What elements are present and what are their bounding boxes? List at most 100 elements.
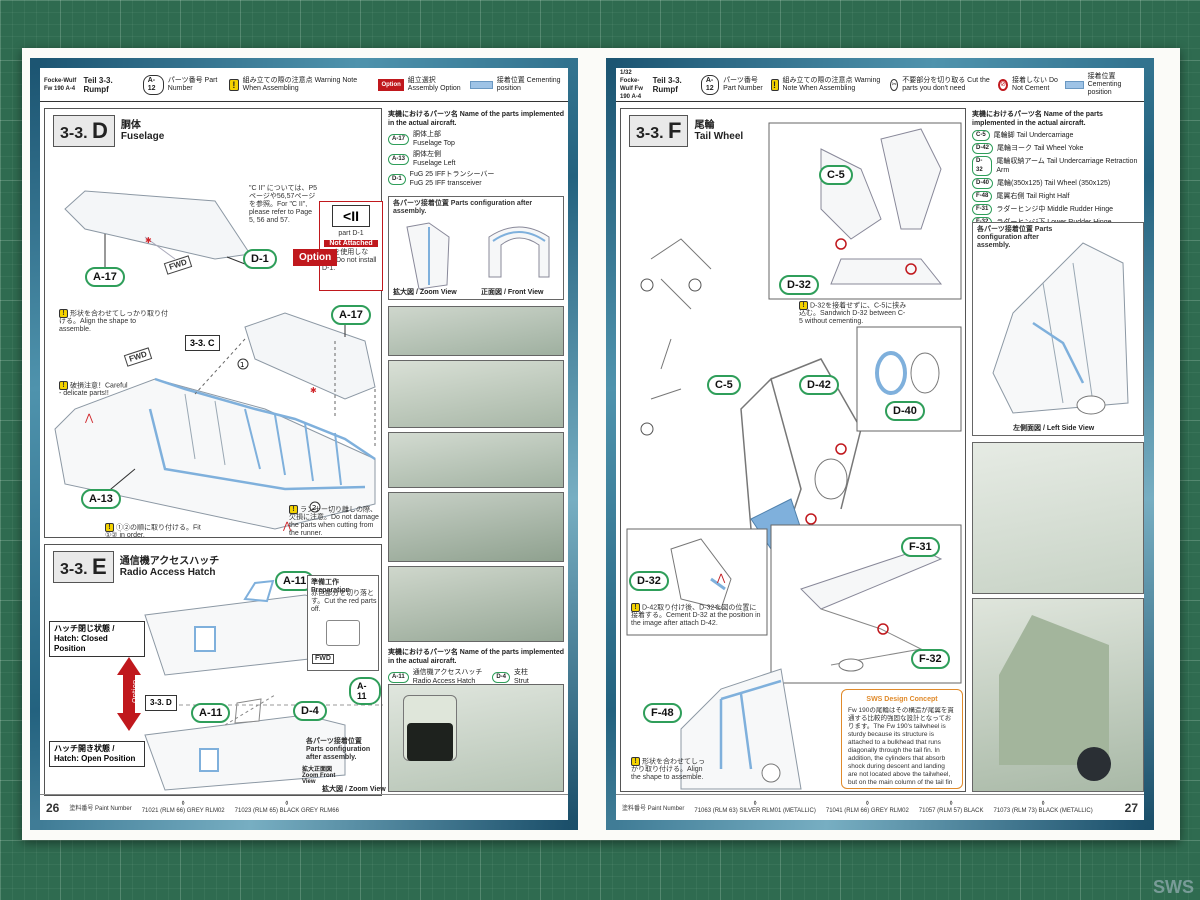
part-tag-d4: D-4 xyxy=(293,701,327,721)
cement-swatch xyxy=(469,80,493,89)
photo-fuselage-4 xyxy=(388,492,564,562)
warning-icon: ! xyxy=(631,757,640,766)
hatch-open-label: ハッチ開き状態 / Hatch: Open Position xyxy=(49,741,145,767)
warning-icon: ! xyxy=(799,301,808,310)
concept-text: Fw 190の尾輪はその構造が尾翼を貫通する比較的強固な設計となっております。T… xyxy=(848,707,954,786)
warning-icon: ! xyxy=(59,381,68,390)
part-tag-a17-rear: A-17 xyxy=(331,305,371,325)
svg-text:✱: ✱ xyxy=(310,386,317,395)
tail-wheel-photo xyxy=(1077,747,1111,781)
ref-section-d: 3-3. D xyxy=(145,695,177,711)
d1-note: D-1を使用しない。Do not install D-1. xyxy=(322,249,377,272)
legend-part-number: A-12 パーツ番号 Part Number xyxy=(700,74,765,95)
page-number: 26 xyxy=(46,800,60,815)
paint-swatch: ⚱71021 (RLM 66) GREY RLM02 xyxy=(141,800,225,814)
option-not-attached: <II part D-1 Not Attached D-1を使用しない。Do n… xyxy=(319,201,383,291)
legend-cut: ✂ 不要部分を切り取る Cut the parts you don't need xyxy=(890,77,992,93)
ref-section-c: 3-3. C xyxy=(185,335,220,351)
paint-swatch: ⚱71063 (RLM 63) SILVER RLM01 (METALLIC) xyxy=(694,800,816,814)
paint-bottle-icon: ⚱ xyxy=(1040,800,1046,807)
svg-text:Option: Option xyxy=(131,680,139,703)
tail-wheel-diagram: ⋀ xyxy=(626,122,962,790)
legend-label: 接着しない Do Not Cement xyxy=(1012,76,1058,92)
legend-warning: ! 組み立ての際の注意点 Warning Note When Assemblin… xyxy=(770,77,885,93)
svg-text:⋀: ⋀ xyxy=(282,521,292,532)
section-number: 3-3. D xyxy=(53,115,115,147)
hatch-diagram: Option xyxy=(117,579,383,791)
not-attached-badge: Not Attached xyxy=(324,240,378,247)
svg-text:2: 2 xyxy=(312,504,316,512)
photo-fuselage-1 xyxy=(388,306,564,356)
page-footer: 26 塗料番号 Paint Number ⚱71021 (RLM 66) GRE… xyxy=(40,794,568,820)
photo-radio-hatch xyxy=(388,684,564,792)
zoom-view-label: 拡大図 / Zoom View xyxy=(393,289,457,296)
part-tag-d32-detail: D-32 xyxy=(629,571,669,591)
page-number: 27 xyxy=(1124,800,1138,815)
svg-text:✱: ✱ xyxy=(145,236,152,245)
note-c2-reference: "C II" については、P5ページや56,57ページを参照。For "C II… xyxy=(249,185,318,224)
parts-heading: 実機におけるパーツ名 Name of the parts implemented… xyxy=(972,111,1103,127)
kit-logo: Focke-Wulf Fw 190 A-4 xyxy=(44,77,77,92)
note-align-shape: !形状を合わせてしっかり取り付ける。Align the shape to ass… xyxy=(59,309,168,334)
part-tag-a11-prep: A-11 xyxy=(349,677,381,705)
prep-title: 準備工作 Preparation xyxy=(311,579,350,594)
svg-text:⋀: ⋀ xyxy=(716,573,726,584)
config-heading: 各パーツ接着位置 Parts configuration after assem… xyxy=(977,226,1053,249)
legend-cement: 接着位置 Cementing position xyxy=(469,77,564,93)
sws-watermark-logo: SWS xyxy=(1152,877,1194,897)
section-e-config-heading: 各パーツ接着位置 Parts configuration after assem… xyxy=(306,738,371,761)
part-tag-d1: D-1 xyxy=(243,249,277,269)
page-right: 1/32 Focke-Wulf Fw 190 A-4 Teil 3-3. Rum… xyxy=(606,58,1154,830)
part-tag-f48: F-48 xyxy=(643,703,682,723)
note-align-shape: !形状を合わせてしっかり取り付ける。Align the shape to ass… xyxy=(631,757,705,782)
option-ribbon: Option xyxy=(293,249,338,266)
photo-fuselage-3 xyxy=(388,432,564,488)
legend-label: パーツ番号 Part Number xyxy=(167,76,218,92)
teil-title: Teil 3-3. Rumpf xyxy=(652,75,682,94)
kit-logo: 1/32 Focke-Wulf Fw 190 A-4 xyxy=(620,69,643,100)
part-tag-f31: F-31 xyxy=(901,537,940,557)
page-footer: 塗料番号 Paint Number ⚱71063 (RLM 63) SILVER… xyxy=(616,794,1144,820)
legend-label: 組立選択 Assembly Option xyxy=(407,76,461,92)
paint-number-label: 塗料番号 Paint Number xyxy=(622,806,685,812)
concept-title: SWS Design Concept xyxy=(866,696,938,703)
part-number-badge: A-12 xyxy=(142,74,164,95)
hatch-photo-opening xyxy=(407,723,453,761)
paint-bottle-icon: ⚱ xyxy=(864,800,870,807)
part-tag-c5: C-5 xyxy=(707,375,741,395)
fuselage-diagram: ✱ ✱ ⋀ ⋀ 1 2 xyxy=(54,190,376,532)
option-icon: Option xyxy=(378,78,404,91)
legend-label: パーツ番号 Part Number xyxy=(723,76,763,92)
page-left: Focke-Wulf Fw 190 A-4 Teil 3-3. Rumpf A-… xyxy=(30,58,578,830)
paint-swatch: ⚱71023 (RLM 65) BLACK GREY RLM66 xyxy=(234,800,339,814)
warning-icon: ! xyxy=(229,78,239,91)
instruction-sheet: Focke-Wulf Fw 190 A-4 Teil 3-3. Rumpf A-… xyxy=(22,48,1180,840)
warning-icon: ! xyxy=(59,309,68,318)
section-number: 3-3. F xyxy=(629,115,689,147)
cut-icon: ✂ xyxy=(890,78,899,91)
c2-icon: <II xyxy=(332,205,370,227)
photo-fuselage-5 xyxy=(388,566,564,642)
prep-text: 赤色部分を切り落とす。Cut the red parts off. xyxy=(311,590,377,613)
tail-fin-photo-shape xyxy=(999,615,1109,765)
paint-swatch: ⚱71057 (RLM 57) BLACK xyxy=(918,800,984,814)
part-tag-d42: D-42 xyxy=(799,375,839,395)
config-diagram xyxy=(406,222,550,290)
part-d1-label: part D-1 xyxy=(338,230,364,237)
paint-bottle-icon: ⚱ xyxy=(948,800,954,807)
svg-text:1: 1 xyxy=(240,361,244,369)
design-concept-box: SWS Design Concept Fw 190の尾輪はその構造が尾翼を貫通す… xyxy=(841,689,963,789)
config-heading: 各パーツ接着位置 Parts configuration after assem… xyxy=(393,200,533,215)
